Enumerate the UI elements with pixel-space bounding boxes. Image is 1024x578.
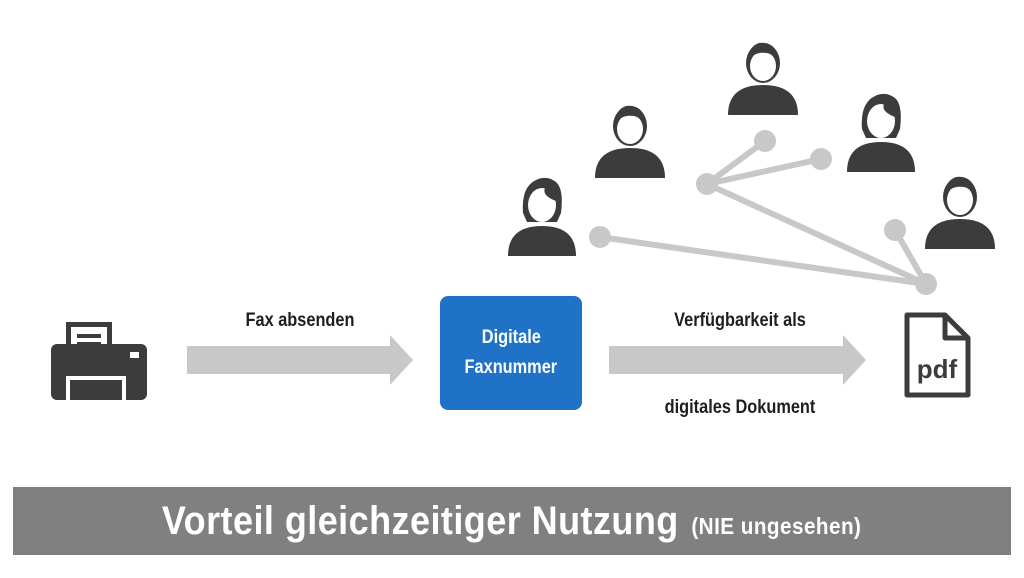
fax-machine-icon — [51, 322, 147, 400]
banner-title: Vorteil gleichzeitiger Nutzung — [162, 498, 680, 543]
box-line-1: Digitale — [481, 327, 541, 348]
box-line-2: Faxnummer — [464, 357, 558, 378]
user-male-icon — [925, 176, 995, 249]
availability-label-line-1: Verfügbarkeit als — [674, 310, 806, 331]
pdf-document-icon — [904, 312, 971, 398]
network-nodes — [589, 130, 937, 295]
network-node — [754, 130, 776, 152]
network-node — [589, 226, 611, 248]
banner-note: (NIE ungesehen) — [691, 512, 862, 539]
availability-label-line-2: digitales Dokument — [664, 397, 816, 418]
send-arrow — [187, 335, 413, 385]
pdf-label: pdf — [917, 354, 958, 384]
digital-fax-number-box: Digitale Faxnummer — [440, 296, 582, 410]
network-node — [810, 148, 832, 170]
network-node — [884, 219, 906, 241]
advantage-banner: Vorteil gleichzeitiger Nutzung (NIE unges… — [13, 487, 1011, 555]
user-female-icon — [847, 93, 915, 172]
network-node — [915, 273, 937, 295]
user-male-icon — [595, 105, 665, 178]
fax-send-label: Fax absenden — [245, 310, 355, 331]
user-male-icon — [728, 42, 798, 115]
network-node — [696, 173, 718, 195]
availability-arrow — [609, 335, 866, 385]
user-female-icon — [508, 177, 576, 256]
